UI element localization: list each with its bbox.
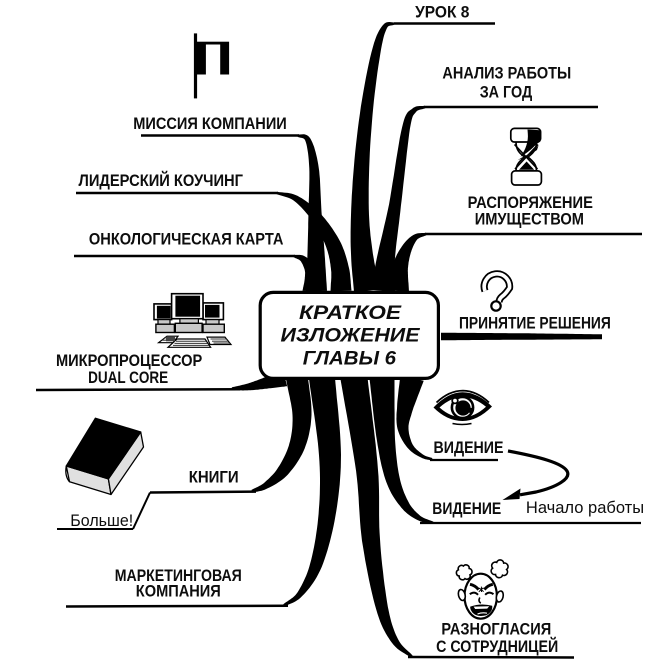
svg-text:РАСПОРЯЖЕНИЕ: РАСПОРЯЖЕНИЕ [468, 194, 593, 212]
svg-text:УРОК 8: УРОК 8 [415, 3, 469, 21]
svg-text:ВИДЕНИЕ: ВИДЕНИЕ [432, 500, 501, 518]
svg-text:ЗА ГОД: ЗА ГОД [480, 83, 533, 101]
svg-text:ЛИДЕРСКИЙ КОУЧИНГ: ЛИДЕРСКИЙ КОУЧИНГ [79, 171, 244, 190]
svg-text:МАРКЕТИНГОВАЯ: МАРКЕТИНГОВАЯ [115, 567, 242, 585]
svg-text:ИМУЩЕСТВОМ: ИМУЩЕСТВОМ [475, 211, 584, 229]
svg-text:КНИГИ: КНИГИ [189, 469, 239, 487]
svg-text:МИССИЯ КОМПАНИИ: МИССИЯ КОМПАНИИ [133, 115, 287, 133]
svg-text:DUAL CORE: DUAL CORE [88, 369, 168, 387]
svg-text:КОМПАНИЯ: КОМПАНИЯ [136, 583, 221, 601]
svg-text:ПРИНЯТИЕ РЕШЕНИЯ: ПРИНЯТИЕ РЕШЕНИЯ [459, 315, 611, 333]
svg-text:С СОТРУДНИЦЕЙ: С СОТРУДНИЦЕЙ [436, 637, 558, 656]
svg-text:АНАЛИЗ РАБОТЫ: АНАЛИЗ РАБОТЫ [442, 65, 571, 83]
svg-text:Начало работы: Начало работы [526, 498, 644, 517]
svg-text:ВИДЕНИЕ: ВИДЕНИЕ [434, 439, 504, 457]
svg-text:ОНКОЛОГИЧЕСКАЯ КАРТА: ОНКОЛОГИЧЕСКАЯ КАРТА [89, 230, 284, 248]
svg-text:МИКРОПРОЦЕССОР: МИКРОПРОЦЕССОР [56, 352, 202, 370]
svg-text:РАЗНОГЛАСИЯ: РАЗНОГЛАСИЯ [441, 621, 551, 639]
svg-text:ИЗЛОЖЕНИЕ: ИЗЛОЖЕНИЕ [281, 326, 421, 347]
svg-text:Больше!: Больше! [70, 511, 133, 530]
svg-text:ГЛАВЫ 6: ГЛАВЫ 6 [303, 349, 397, 370]
svg-text:КРАТКОЕ: КРАТКОЕ [299, 303, 403, 324]
